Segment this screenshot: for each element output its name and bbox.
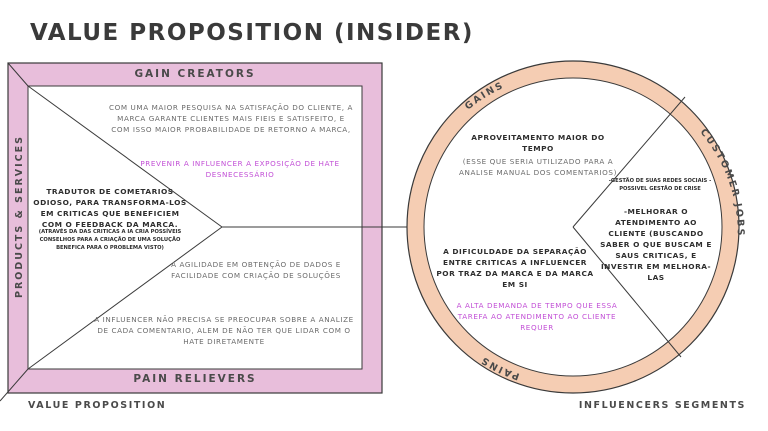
pain-relievers-text-2: A INFLUENCER NÃO PRECISA SE PREOCUPAR SO… xyxy=(94,315,354,346)
products-services-label: PRODUCTS & SERVICES xyxy=(14,135,25,298)
circle-divider-bottom xyxy=(572,226,682,358)
gains-subtext: (ESSE QUE SERIA UTILIZADO PARA A ANALISE… xyxy=(458,157,617,177)
pain-relievers-text-1: A AGILIDADE EM OBTENÇÃO DE DADOS E FACIL… xyxy=(171,260,341,280)
corner-line-tl xyxy=(7,62,29,87)
value-map-divider-bottom xyxy=(27,226,223,370)
product-note: (ATRAVÉS DA DAS CRITICAS A IA CRIA POSSÍ… xyxy=(38,229,182,251)
gain-creators-label: GAIN CREATORS xyxy=(134,68,256,80)
circle-divider-top xyxy=(572,96,686,228)
pains-text: A DIFICULDADE DA SEPARAÇÃO ENTRE CRITICA… xyxy=(436,247,594,289)
gain-creators-highlight: PREVENIR A INFLUENCER A EXPOSIÇÃO DE HAT… xyxy=(140,159,340,179)
value-map-divider-top xyxy=(27,85,223,228)
page-title: VALUE PROPOSITION (INSIDER) xyxy=(30,20,474,46)
customer-jobs-text: -MELHORAR O ATENDIMENTO AO CLIENTE (BUSC… xyxy=(600,207,712,282)
footer-influencers-segments: INFLUENCERS SEGMENTS xyxy=(578,400,746,411)
gains-text: APROVEITAMENTO MAIOR DO TEMPO xyxy=(471,133,605,153)
gain-creators-text: COM UMA MAIOR PESQUISA NA SATISFAÇÃO DO … xyxy=(108,103,354,134)
footer-value-proposition: VALUE PROPOSITION xyxy=(28,400,167,411)
pains-highlight: A ALTA DEMANDA DE TEMPO QUE ESSA TAREFA … xyxy=(456,301,618,332)
corner-line-bl xyxy=(0,368,29,402)
product-text: TRADUTOR DE COMETARIOS ODIOSO, PARA TRAN… xyxy=(33,187,187,229)
pain-relievers-label: PAIN RELIEVERS xyxy=(133,373,257,385)
customer-jobs-small: -GESTÃO DE SUAS REDES SOCIAIS -POSSIVEL … xyxy=(608,178,712,192)
